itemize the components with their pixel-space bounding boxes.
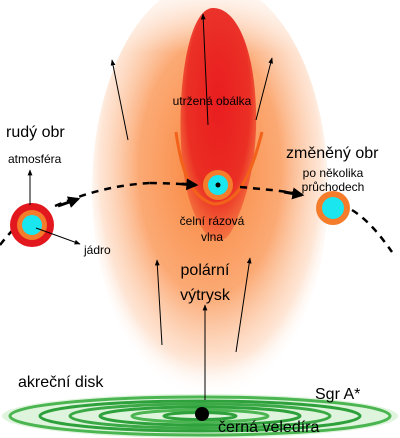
accretion-disk xyxy=(2,394,398,438)
jet-arrows xyxy=(110,13,273,400)
label-black-hole: černá veledíra xyxy=(218,419,319,436)
label-jet-2: výtrysk xyxy=(180,287,231,304)
black-hole-dot xyxy=(195,407,209,421)
label-accretion-disk: akreční disk xyxy=(18,374,104,391)
label-atmosphere: atmosféra xyxy=(8,152,62,166)
arrow-up-icon xyxy=(255,57,273,121)
red-giant-star xyxy=(10,203,54,247)
label-red-giant: rudý obr xyxy=(6,124,65,141)
arrow-up-icon xyxy=(235,257,252,353)
core-pointer xyxy=(35,227,81,245)
label-after-passages-2: průchodech xyxy=(302,180,365,194)
stripped-envelope xyxy=(180,8,257,241)
label-bow-shock-2: vlna xyxy=(201,230,223,244)
bow-shock xyxy=(174,131,264,206)
arrow-up-icon xyxy=(110,59,129,141)
altered-giant-star xyxy=(316,191,350,225)
label-altered-giant: změněný obr xyxy=(286,145,379,162)
label-core: jádro xyxy=(83,243,111,257)
label-after-passages-1: po několika xyxy=(303,166,364,180)
label-jet-1: polární xyxy=(181,262,230,279)
label-sgr-a: Sgr A* xyxy=(315,386,360,403)
arrow-up-icon xyxy=(200,13,209,126)
label-bow-shock-1: čelní rázová xyxy=(180,214,245,228)
label-stripped-envelope: utržená obálka xyxy=(173,94,252,108)
arrow-up-icon xyxy=(154,259,163,346)
passing-star xyxy=(203,170,233,200)
